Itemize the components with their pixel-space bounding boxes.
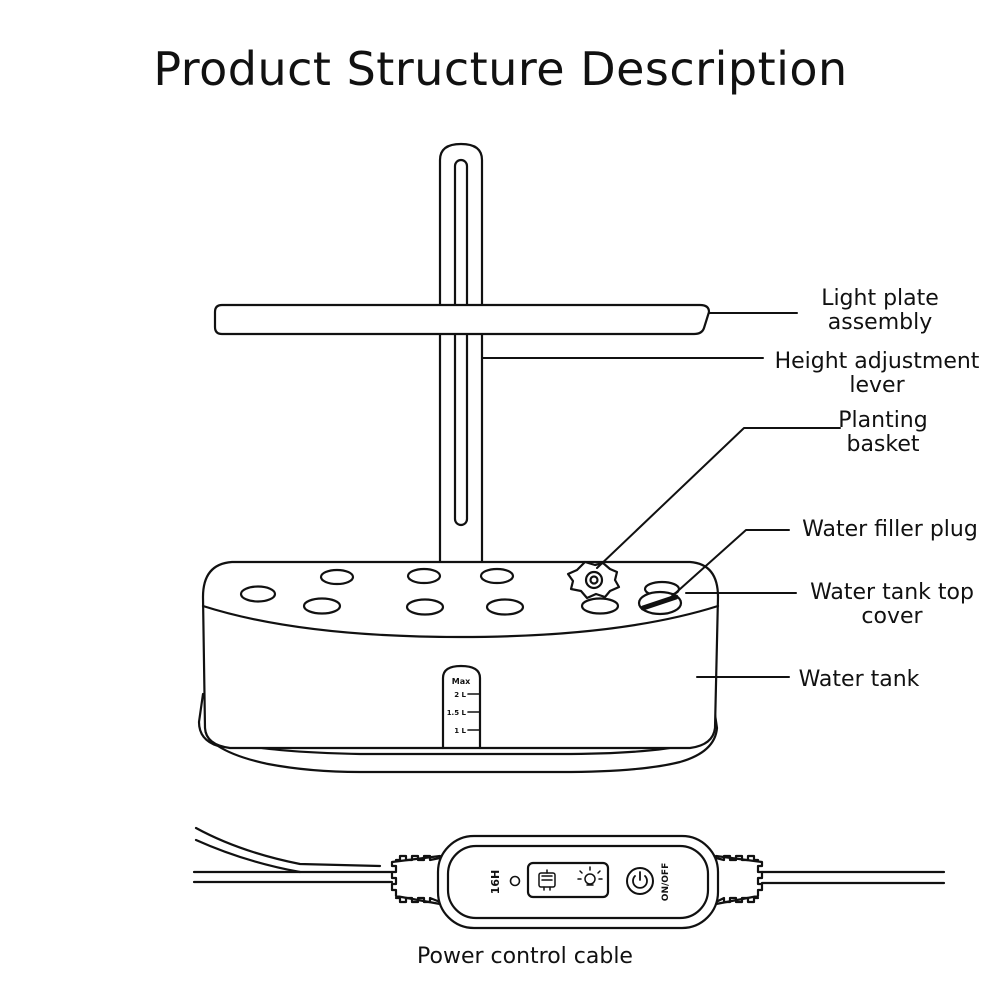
label-water-filler-plug: Water filler plug <box>802 517 978 542</box>
water-tank-top-cover <box>201 604 720 639</box>
power-label: ON/OFF <box>661 863 671 901</box>
plant-mode-icon[interactable] <box>538 869 556 891</box>
planting-hole <box>239 585 277 603</box>
water-tank <box>201 560 720 750</box>
planting-hole <box>580 597 620 615</box>
planting-hole <box>406 567 442 585</box>
power-control-cable: 16H <box>192 826 946 930</box>
planting-hole <box>405 598 445 616</box>
light-plate-assembly <box>213 303 711 336</box>
leader-water-filler-plug <box>669 529 790 599</box>
planting-holes <box>239 567 681 616</box>
strain-relief-right <box>714 854 764 906</box>
timer-label: 16H <box>489 870 502 895</box>
label-water-tank: Water tank <box>798 667 920 692</box>
scale-1l-label: 1 L <box>454 727 466 735</box>
planting-hole <box>319 568 355 586</box>
scale-2l-label: 2 L <box>454 691 466 699</box>
leader-planting-basket <box>596 427 841 569</box>
planting-hole <box>302 597 342 615</box>
leader-lines <box>481 312 841 678</box>
water-filler-plug <box>637 590 683 616</box>
controller-face <box>446 844 710 920</box>
bulb-icon[interactable] <box>577 866 603 886</box>
label-power-control-cable: Power control cable <box>417 944 633 969</box>
scale-1-5l-label: 1.5 L <box>447 709 467 717</box>
planting-basket <box>566 560 621 600</box>
planting-hole <box>485 598 525 616</box>
controller-body <box>436 834 720 930</box>
scale-max-label: Max <box>452 677 471 686</box>
water-level-scale: Max 2 L 1.5 L 1 L <box>441 664 482 750</box>
label-height-adjustment-lever: Height adjustment lever <box>774 349 980 398</box>
mode-light-button-panel <box>526 861 610 899</box>
label-water-tank-top-cover: Water tank top cover <box>810 580 974 629</box>
label-planting-basket: Planting basket <box>838 408 928 457</box>
planting-hole <box>479 567 515 585</box>
timer-indicator <box>509 875 521 887</box>
label-light-plate-assembly: Light plate assembly <box>821 286 939 335</box>
page-title: Product Structure Description <box>153 42 848 96</box>
height-adjustment-lever <box>438 142 484 568</box>
strain-relief-left <box>390 854 442 906</box>
power-icon[interactable] <box>626 867 654 895</box>
